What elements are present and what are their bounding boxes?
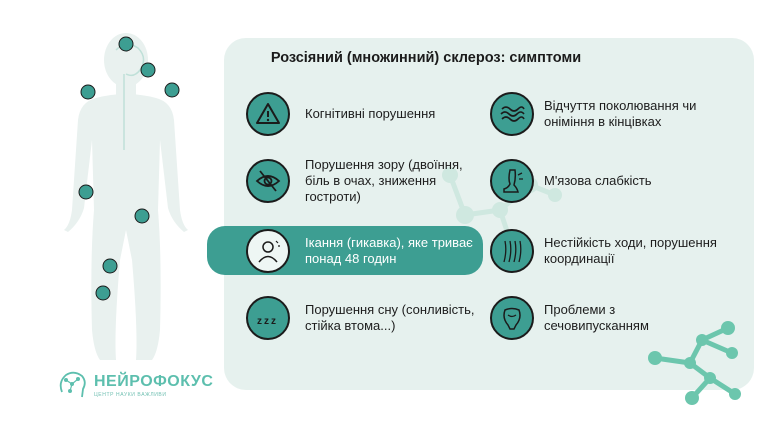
body-marker-tingling-icon (78, 184, 94, 200)
body-marker-brain-icon (118, 36, 134, 52)
symptom-label: Ікання (гикавка), яке триває понад 48 го… (305, 235, 473, 266)
svg-text:z: z (257, 316, 262, 327)
nerves-icon (490, 229, 534, 273)
symptom-label: Нестійкість ходи, порушення координації (544, 235, 717, 266)
brand-subtitle: ЦЕНТР НАУКИ ВАЖЛИВИ (94, 391, 167, 398)
body-marker-gait-icon (95, 285, 111, 301)
body-marker-muscle-icon (102, 258, 118, 274)
tingling-waves-icon (490, 92, 534, 136)
symptom-urination: Проблеми з сечовипусканням (490, 296, 730, 340)
svg-text:z: z (271, 316, 276, 327)
symptom-tingling: Відчуття поколювання чи оніміння в кінці… (490, 92, 730, 136)
svg-text:z: z (264, 316, 269, 327)
bladder-icon (490, 296, 534, 340)
body-marker-sleep-icon (80, 84, 96, 100)
symptom-muscle-weakness: М'язова слабкість (490, 159, 730, 203)
human-body-illustration (64, 33, 188, 360)
body-marker-nerve-icon (164, 82, 180, 98)
molecule-decoration-corner-icon (648, 321, 741, 405)
brand-logo: НЕЙРОФОКУС ЦЕНТР НАУКИ ВАЖЛИВИ (56, 370, 213, 400)
symptom-label: Когнітивні порушення (305, 106, 436, 121)
body-marker-eye-icon (140, 62, 156, 78)
brand-name: НЕЙРОФОКУС (94, 372, 214, 390)
body-marker-bladder-icon (134, 208, 150, 224)
symptom-gait: Нестійкість ходи, порушення координації (490, 229, 730, 273)
symptom-label: М'язова слабкість (544, 173, 652, 188)
symptom-label: Відчуття поколювання чи оніміння в кінці… (544, 98, 697, 129)
symptom-cognitive: Когнітивні порушення (246, 92, 476, 136)
symptom-label: Порушення зору (двоїння, біль в очах, зн… (305, 157, 463, 204)
hiccup-person-icon (246, 229, 290, 273)
symptom-vision: Порушення зору (двоїння, біль в очах, зн… (246, 157, 496, 204)
symptom-label: Проблеми з сечовипусканням (544, 302, 649, 333)
warning-icon (246, 92, 290, 136)
symptom-hiccup: Ікання (гикавка), яке триває понад 48 го… (246, 229, 478, 273)
leg-muscle-icon (490, 159, 534, 203)
brain-network-logo-icon (59, 371, 86, 398)
crossed-eye-icon (246, 159, 290, 203)
symptom-label: Порушення сну (сонливість, стійка втома.… (305, 302, 475, 333)
page-title: Розсіяний (множинний) склероз: симптоми (270, 50, 582, 66)
